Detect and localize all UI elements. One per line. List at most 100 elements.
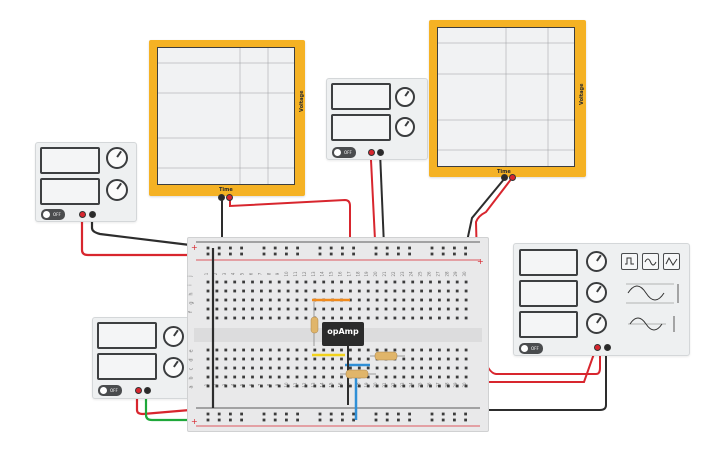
column-number: 2 [213, 272, 218, 275]
column-number: 13 [311, 271, 316, 277]
column-number: 11 [293, 382, 298, 388]
current-knob[interactable] [106, 179, 128, 201]
fg-positive-terminal[interactable] [594, 344, 601, 351]
triangle-wave-button[interactable] [663, 253, 680, 270]
column-number: 27 [435, 271, 440, 277]
resistor-bottom [340, 369, 376, 379]
fg-negative-terminal[interactable] [604, 344, 611, 351]
column-number: 9 [275, 272, 280, 275]
column-number: 10 [284, 382, 289, 388]
negative-terminal[interactable] [144, 387, 151, 394]
psu-current-display [97, 353, 157, 380]
rail-plus-sign-top-right: + [477, 257, 484, 266]
wire-black-fg [488, 348, 607, 411]
column-number: 11 [293, 271, 298, 277]
scope-probe-negative[interactable] [218, 194, 225, 201]
column-number: 9 [275, 383, 280, 386]
column-number: 21 [382, 271, 387, 277]
column-number: 18 [355, 382, 360, 388]
power-switch[interactable]: OFF [98, 385, 122, 396]
column-number: 20 [373, 382, 378, 388]
column-number: 13 [311, 382, 316, 388]
positive-terminal[interactable] [135, 387, 142, 394]
frequency-knob[interactable] [586, 251, 607, 272]
voltage-knob[interactable] [106, 147, 128, 169]
column-number: 30 [462, 271, 467, 277]
column-number: 30 [462, 382, 467, 388]
voltage-knob[interactable] [163, 326, 184, 347]
column-number: 8 [266, 383, 271, 386]
psu-voltage-display [40, 147, 100, 174]
column-number: 3 [222, 272, 227, 275]
column-number: 16 [338, 271, 343, 277]
wire-black-scope2 [465, 177, 506, 247]
column-number: 21 [382, 382, 387, 388]
fg-amplitude-display [519, 280, 578, 307]
psu-voltage-display [331, 83, 391, 110]
column-number: 12 [302, 271, 307, 277]
column-number: 8 [266, 272, 271, 275]
column-number: 14 [320, 382, 325, 388]
scope-probe-negative[interactable] [501, 174, 508, 181]
column-number: 14 [320, 271, 325, 277]
voltage-knob[interactable] [395, 87, 415, 107]
amplitude-wave-icon [626, 283, 679, 304]
power-switch[interactable]: OFF [41, 209, 65, 220]
wire-black-psu1 [90, 214, 191, 247]
column-number: 7 [257, 383, 262, 386]
column-number: 22 [391, 271, 396, 277]
sine-wave-button[interactable] [642, 253, 659, 270]
negative-terminal[interactable] [377, 149, 384, 156]
power-supply-left[interactable]: OFF [35, 142, 137, 222]
column-number: 15 [329, 382, 334, 388]
power-supply-bottom[interactable]: OFF [92, 317, 194, 399]
column-number: 25 [418, 382, 423, 388]
column-number: 4 [231, 272, 236, 275]
column-number: 1 [204, 272, 209, 275]
positive-terminal[interactable] [79, 211, 86, 218]
sine-wave-icon [644, 258, 657, 266]
opamp-label: opAmp [327, 327, 359, 336]
scope-screen [437, 27, 575, 167]
column-number: 17 [346, 271, 351, 277]
scope-probe-positive[interactable] [226, 194, 233, 201]
scope-screen [157, 47, 295, 185]
column-number: 16 [338, 382, 343, 388]
psu-current-display [40, 178, 100, 205]
column-number: 28 [444, 382, 449, 388]
current-knob[interactable] [163, 357, 184, 378]
triangle-wave-icon [665, 256, 678, 266]
column-number: 2 [213, 383, 218, 386]
negative-terminal[interactable] [89, 211, 96, 218]
oscilloscope-right[interactable]: Voltage Time [429, 20, 586, 181]
column-number: 6 [249, 272, 254, 275]
offset-wave-icon [628, 316, 675, 332]
fg-frequency-display [519, 249, 578, 276]
power-switch[interactable]: OFF [332, 147, 356, 158]
positive-terminal[interactable] [368, 149, 375, 156]
column-number: 29 [453, 382, 458, 388]
column-number: 26 [427, 271, 432, 277]
amplitude-knob[interactable] [586, 282, 607, 303]
scope-time-label: Time [497, 169, 511, 175]
power-supply-middle[interactable]: OFF [326, 78, 428, 160]
scope-probe-positive[interactable] [509, 174, 516, 181]
oscilloscope-left[interactable]: Voltage Time [149, 40, 305, 201]
column-number: 23 [400, 382, 405, 388]
column-number: 4 [231, 383, 236, 386]
wire-red-psu3 [135, 393, 191, 416]
function-generator[interactable]: OFF [513, 243, 690, 356]
column-number: 19 [364, 382, 369, 388]
fg-power-switch[interactable]: OFF [519, 343, 543, 354]
wire-red-psu1 [80, 214, 190, 257]
square-wave-button[interactable] [621, 253, 638, 270]
scope-time-label: Time [219, 187, 233, 193]
resistor-right [370, 351, 405, 361]
current-knob[interactable] [395, 117, 415, 137]
column-number: 23 [400, 271, 405, 277]
column-number: 18 [355, 271, 360, 277]
offset-knob[interactable] [586, 313, 607, 334]
wire-red-scope1 [229, 198, 351, 300]
column-number: 22 [391, 382, 396, 388]
